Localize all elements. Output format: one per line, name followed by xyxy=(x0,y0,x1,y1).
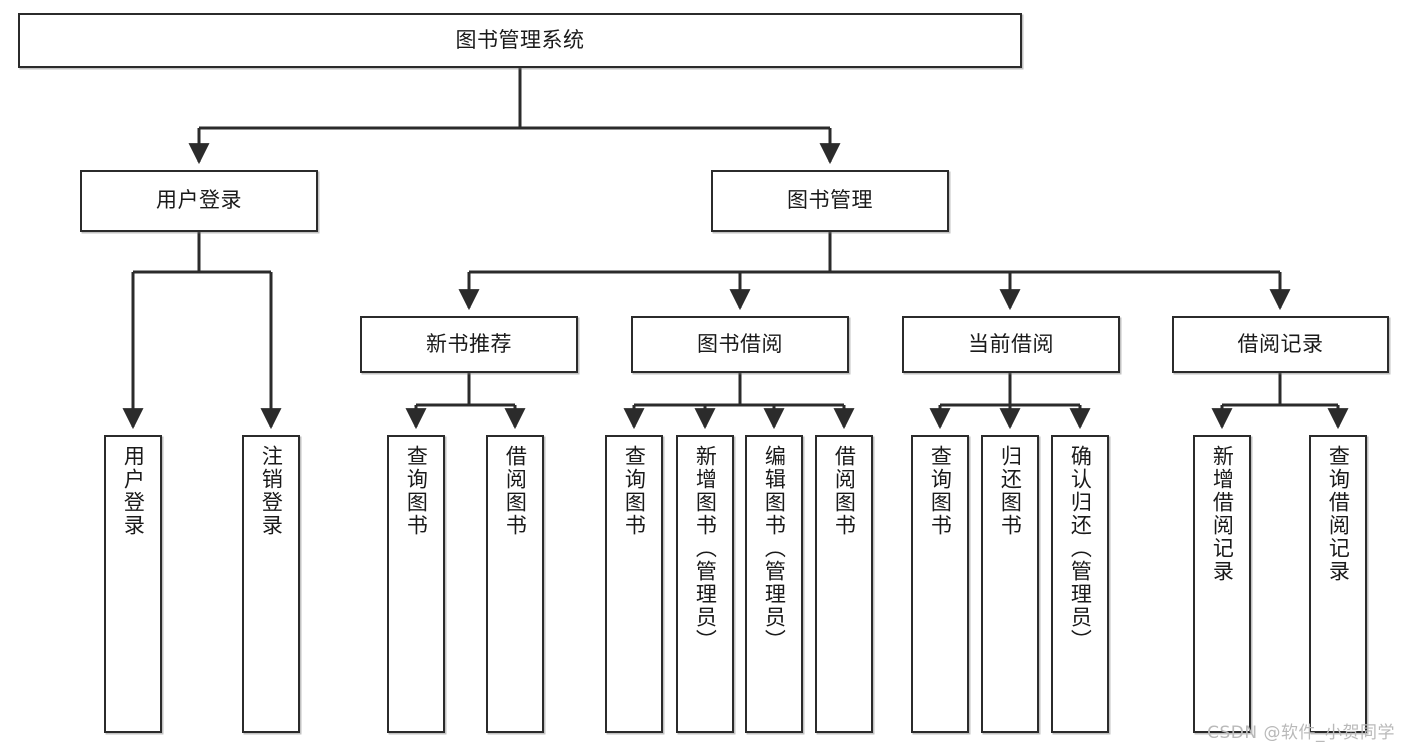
leaf-label: 确认归还（管理员） xyxy=(1068,445,1093,652)
leaf-label: 借阅图书 xyxy=(503,445,528,537)
leaf-borrow-record-query-record[interactable]: 查询借阅记录 xyxy=(1309,435,1367,733)
leaf-label: 查询图书 xyxy=(928,445,953,537)
node-new-book-recommend-label: 新书推荐 xyxy=(426,331,512,356)
node-book-management-label: 图书管理 xyxy=(787,188,873,213)
node-current-borrow-label: 当前借阅 xyxy=(968,331,1054,356)
node-root-label: 图书管理系统 xyxy=(455,27,585,52)
leaf-label: 新增图书（管理员） xyxy=(693,445,718,652)
leaf-current-borrow-confirm-return-admin[interactable]: 确认归还（管理员） xyxy=(1051,435,1109,733)
leaf-label: 查询图书 xyxy=(404,445,429,537)
leaf-new-book-query-books[interactable]: 查询图书 xyxy=(387,435,445,733)
node-new-book-recommend[interactable]: 新书推荐 xyxy=(360,316,578,373)
leaf-label: 归还图书 xyxy=(998,445,1023,537)
watermark-text: CSDN @软件_小贺同学 xyxy=(1207,723,1395,743)
leaf-user-login-signout[interactable]: 注销登录 xyxy=(242,435,300,733)
leaf-label: 查询图书 xyxy=(622,445,647,537)
node-borrow-record[interactable]: 借阅记录 xyxy=(1172,316,1389,373)
node-current-borrow[interactable]: 当前借阅 xyxy=(902,316,1120,373)
leaf-user-login-signin[interactable]: 用户登录 xyxy=(104,435,162,733)
node-book-borrow-label: 图书借阅 xyxy=(697,331,783,356)
node-user-login-label: 用户登录 xyxy=(156,188,242,213)
leaf-label: 用户登录 xyxy=(121,445,146,537)
leaf-borrow-record-add-record[interactable]: 新增借阅记录 xyxy=(1193,435,1251,733)
node-borrow-record-label: 借阅记录 xyxy=(1237,331,1324,356)
node-book-borrow[interactable]: 图书借阅 xyxy=(631,316,849,373)
node-root[interactable]: 图书管理系统 xyxy=(18,13,1022,68)
leaf-label: 借阅图书 xyxy=(832,445,857,537)
leaf-label: 查询借阅记录 xyxy=(1326,445,1351,583)
node-book-management[interactable]: 图书管理 xyxy=(711,170,949,232)
leaf-label: 注销登录 xyxy=(259,445,284,537)
leaf-book-borrow-edit-book-admin[interactable]: 编辑图书（管理员） xyxy=(745,435,803,733)
leaf-book-borrow-query-books[interactable]: 查询图书 xyxy=(605,435,663,733)
leaf-book-borrow-borrow-books[interactable]: 借阅图书 xyxy=(815,435,873,733)
leaf-current-borrow-query-books[interactable]: 查询图书 xyxy=(911,435,969,733)
leaf-book-borrow-add-book-admin[interactable]: 新增图书（管理员） xyxy=(676,435,734,733)
leaf-new-book-borrow-books[interactable]: 借阅图书 xyxy=(486,435,544,733)
leaf-label: 新增借阅记录 xyxy=(1210,445,1235,583)
node-user-login[interactable]: 用户登录 xyxy=(80,170,318,232)
leaf-current-borrow-return-books[interactable]: 归还图书 xyxy=(981,435,1039,733)
leaf-label: 编辑图书（管理员） xyxy=(762,445,787,652)
